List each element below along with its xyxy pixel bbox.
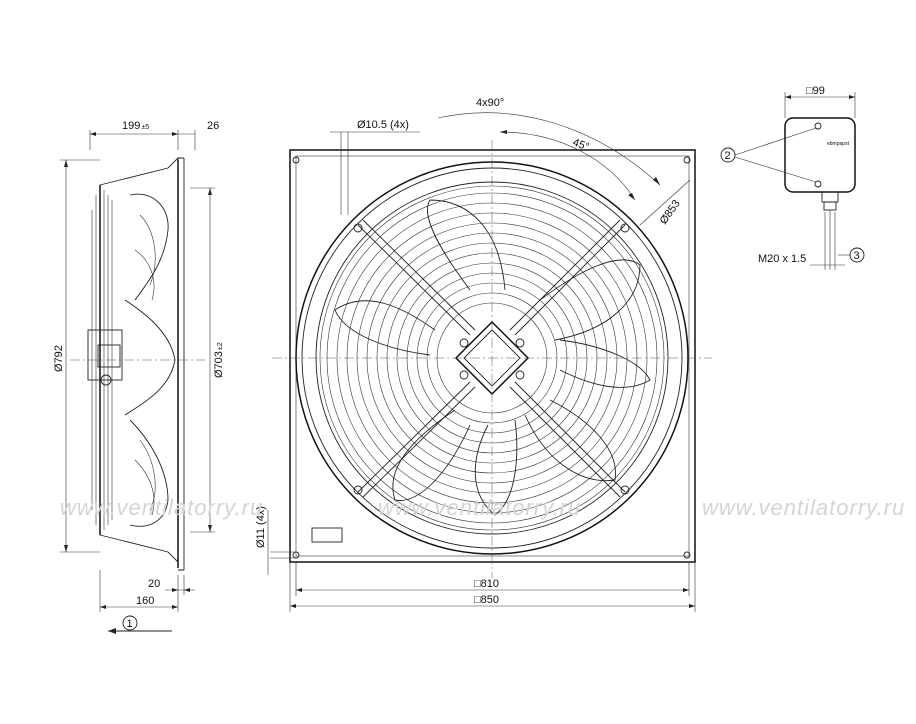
svg-text:www.ventilatorry.ru: www.ventilatorry.ru	[60, 495, 263, 520]
callout-3-label: 3	[854, 250, 860, 262]
side-view: 199±5 26 Ø792 Ø703±2	[53, 120, 225, 634]
front-view: Ø10.5 (4x) 4x90° 45° Ø853 Ø11 (4x) □810 …	[255, 97, 712, 612]
dim-hole-top: Ø10.5 (4x)	[357, 119, 409, 131]
callout-2-label: 2	[725, 150, 731, 162]
callout-3	[849, 247, 865, 263]
dim-square-inner: □810	[474, 578, 499, 590]
svg-text:www.ventilatorry.ru: www.ventilatorry.ru	[702, 495, 905, 520]
callout-1	[122, 615, 138, 631]
svg-text:www.ventilatorry.ru: www.ventilatorry.ru	[378, 495, 581, 520]
dim-box-size: □99	[806, 85, 825, 97]
callout-2	[720, 147, 736, 163]
dim-angle-single: 45°	[571, 137, 591, 154]
dim-guard-diameter: Ø703±2	[213, 342, 225, 378]
terminal-box-view: □99 ebmpapst M20 x 1.5 2 3	[720, 85, 865, 270]
dim-square-outer: □850	[474, 594, 499, 606]
dim-bottom-offset: 20	[148, 578, 160, 590]
dim-flange-offset: 26	[207, 120, 219, 132]
dim-bolt-circle: Ø853	[658, 198, 683, 227]
watermark: www.ventilatorry.ru www.ventilatorry.ru …	[60, 495, 905, 520]
dim-side-depth: 199±5	[122, 120, 149, 132]
callout-1-label: 1	[127, 618, 133, 630]
dim-hole-corner: Ø11 (4x)	[255, 506, 267, 548]
dim-mount-depth: 160	[136, 595, 154, 607]
box-brand-label: ebmpapst	[827, 141, 850, 147]
dim-outer-diameter: Ø792	[53, 345, 65, 372]
dim-angle-total: 4x90°	[476, 97, 504, 109]
dim-cable-gland: M20 x 1.5	[758, 253, 806, 265]
